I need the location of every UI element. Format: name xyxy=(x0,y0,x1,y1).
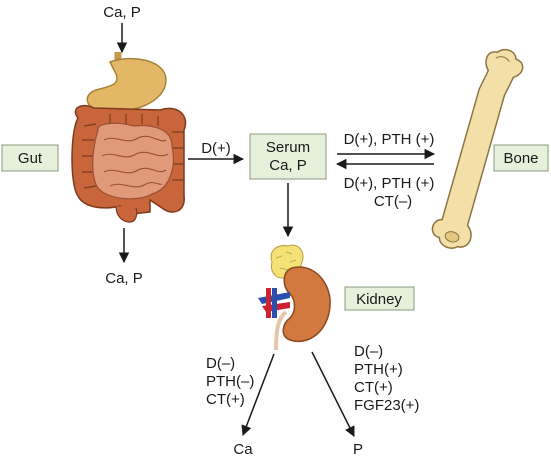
bone-to-serum-label-1: D(+), PTH (+) xyxy=(344,175,435,192)
serum-label-line2: Ca, P xyxy=(269,157,307,174)
urine-ca-label: Ca xyxy=(233,441,253,458)
ca-reg-label-2: PTH(–) xyxy=(206,373,254,390)
ca-reg-label-1: D(–) xyxy=(206,355,235,372)
serum-box xyxy=(249,133,327,180)
p-reg-label-3: CT(+) xyxy=(354,379,393,396)
digestive-tract-illustration xyxy=(71,52,187,223)
fecal-label: Ca, P xyxy=(105,270,143,287)
gut-label: Gut xyxy=(18,150,43,167)
kidney-illustration xyxy=(258,244,331,351)
kidney-box xyxy=(344,286,415,311)
p-reg-label-2: PTH(+) xyxy=(354,361,403,378)
serum-to-bone-label: D(+), PTH (+) xyxy=(344,131,435,148)
small-intestine-shape xyxy=(92,122,174,200)
kidney-label: Kidney xyxy=(356,291,402,308)
kidney-to-ca-arrow xyxy=(241,353,275,436)
p-reg-label-4: FGF23(+) xyxy=(354,397,419,414)
kidney-shape xyxy=(282,266,331,343)
urine-p-label: P xyxy=(353,441,363,458)
bone-box xyxy=(493,144,549,172)
bone-label: Bone xyxy=(503,150,538,167)
femur-bone-illustration xyxy=(431,48,524,249)
kidney-to-p-arrow xyxy=(311,351,355,437)
gut-to-serum-label: D(+) xyxy=(201,140,231,157)
stomach-shape xyxy=(86,57,167,113)
intake-label: Ca, P xyxy=(103,4,141,21)
ca-reg-label-3: CT(+) xyxy=(206,391,245,408)
p-reg-label-1: D(–) xyxy=(354,343,383,360)
bone-to-serum-label-2: CT(–) xyxy=(374,193,412,210)
serum-label-line1: Serum xyxy=(266,139,310,156)
gut-box xyxy=(1,144,59,172)
